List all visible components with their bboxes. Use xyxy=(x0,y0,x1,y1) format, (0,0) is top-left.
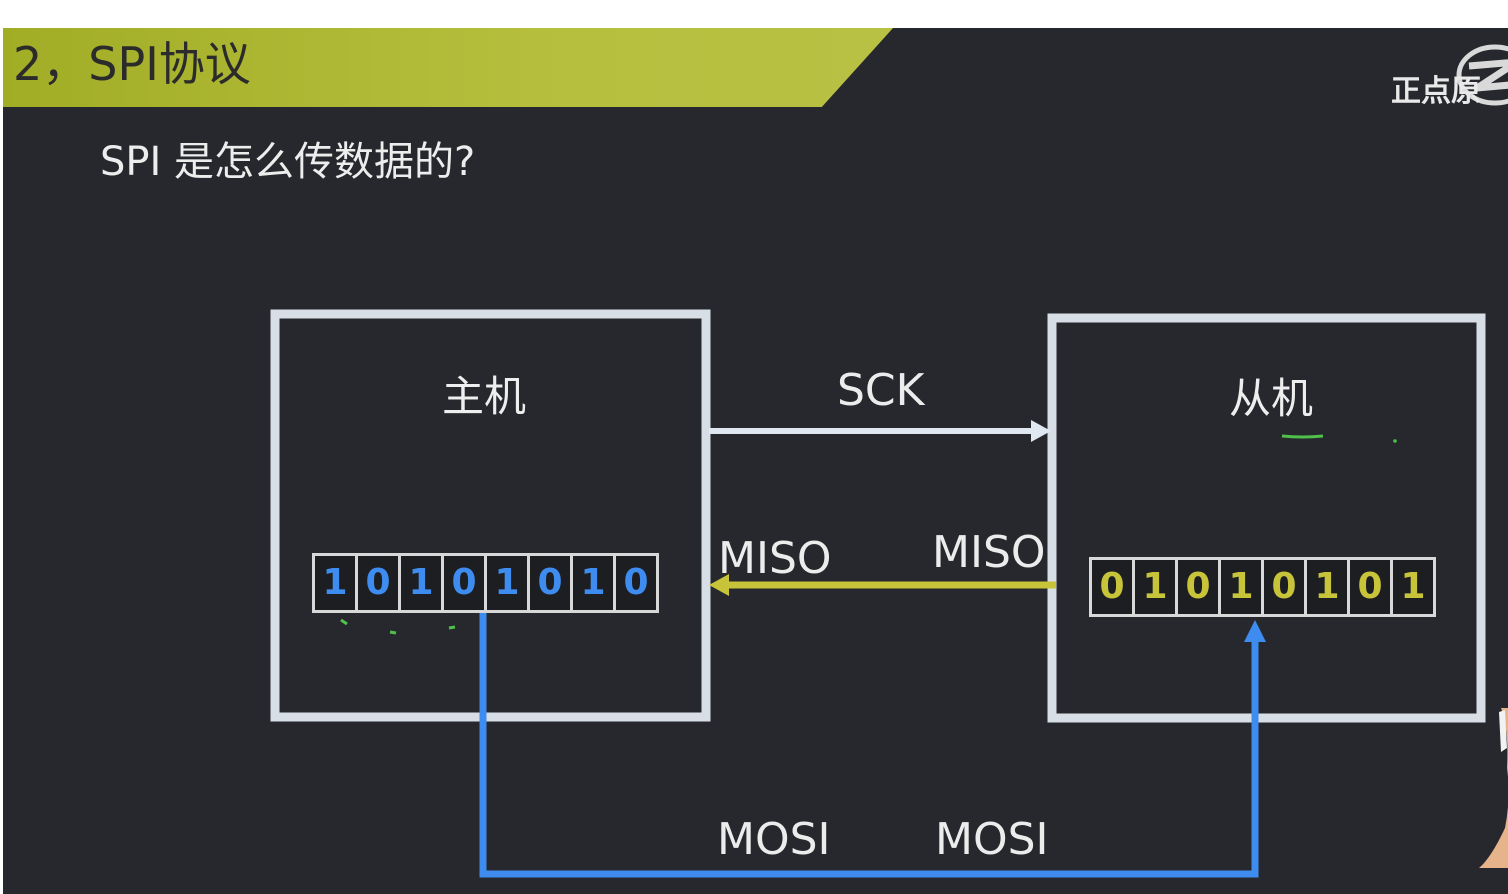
pen-mark xyxy=(1393,439,1397,443)
pen-mark xyxy=(340,618,348,626)
sck-label: SCK xyxy=(837,365,925,416)
slave-bit: 0 xyxy=(1264,560,1307,614)
master-bit: 0 xyxy=(530,556,573,610)
master-label: 主机 xyxy=(442,372,527,421)
pen-mark xyxy=(389,630,397,635)
slave-bit: 1 xyxy=(1135,560,1178,614)
miso-label-right: MISO xyxy=(932,527,1046,578)
title-band xyxy=(3,28,893,107)
mosi-label-left: MOSI xyxy=(717,814,831,865)
mosi-label-right: MOSI xyxy=(935,814,1049,865)
pen-mark xyxy=(1281,434,1324,439)
slave-bit: 1 xyxy=(1400,566,1426,607)
slave-bit: 0 xyxy=(1350,560,1393,614)
logo-icon xyxy=(1456,44,1508,106)
subtitle: SPI 是怎么传数据的? xyxy=(100,139,476,185)
master-bit: 0 xyxy=(623,562,649,603)
master-bit: 1 xyxy=(315,556,358,610)
mosi-line xyxy=(479,612,1259,878)
spi-diagram xyxy=(270,309,1486,878)
slave-bit: 0 xyxy=(1092,560,1135,614)
slave-bit: 1 xyxy=(1221,560,1264,614)
master-bit: 1 xyxy=(487,556,530,610)
slave-box xyxy=(1047,313,1486,723)
miso-arrowhead xyxy=(709,574,729,596)
slave-bit: 1 xyxy=(1307,560,1350,614)
slide-title: 2，SPI协议 xyxy=(13,37,251,91)
master-bit: 1 xyxy=(401,556,444,610)
mosi-arrowhead xyxy=(1244,620,1266,642)
master-box xyxy=(270,309,711,722)
slave-bit: 0 xyxy=(1178,560,1221,614)
master-register: 1 0 1 0 1 0 1 0 xyxy=(312,553,659,613)
miso-label-left: MISO xyxy=(718,533,832,584)
slide: 2，SPI协议 正点原 SPI 是怎么传数据的? 主机 从机 SCK MISO … xyxy=(3,28,1508,894)
sck-arrowhead xyxy=(1031,420,1051,442)
master-bit: 0 xyxy=(358,556,401,610)
presenter-hand xyxy=(1479,708,1508,868)
slave-label: 从机 xyxy=(1229,374,1314,423)
slave-register: 0 1 0 1 0 1 0 1 xyxy=(1089,557,1436,617)
pen-mark xyxy=(448,625,456,630)
logo-text: 正点原 xyxy=(1391,74,1481,109)
master-bit: 0 xyxy=(444,556,487,610)
master-bit: 1 xyxy=(573,556,616,610)
